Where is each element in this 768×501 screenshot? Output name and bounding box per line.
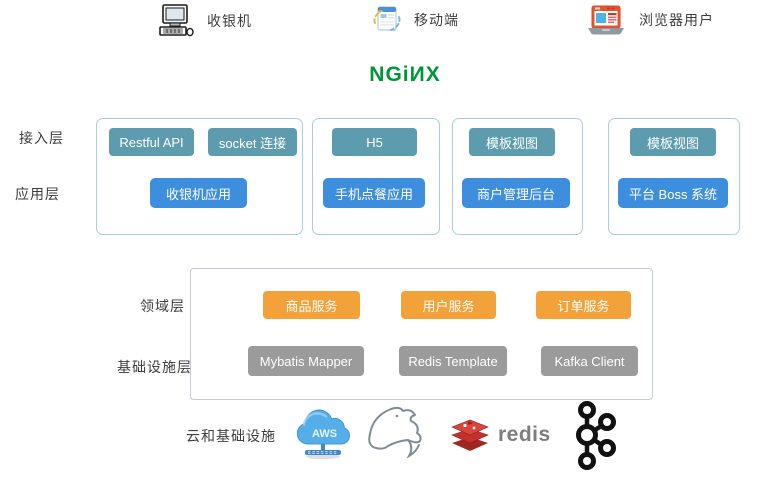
- kafka-icon: [568, 400, 618, 470]
- layer-label-app: 应用层: [15, 186, 60, 202]
- client-browser-user: 浏览器用户: [585, 5, 714, 35]
- access-chip: 模板视图: [469, 128, 555, 156]
- column-box-cashier: Restful API socket 连接 收银机应用: [96, 118, 303, 235]
- column-box-merchant: 模板视图 商户管理后台: [452, 118, 583, 235]
- access-chip: Restful API: [109, 128, 194, 156]
- redis-icon: [450, 416, 490, 453]
- layer-label-access: 接入层: [19, 130, 64, 146]
- domain-service-chip: 订单服务: [536, 291, 631, 319]
- access-chip: 模板视图: [630, 128, 716, 156]
- domain-service-chip: 用户服务: [401, 291, 496, 319]
- layer-label-infra: 基础设施层: [117, 359, 192, 375]
- layer-label-domain: 领域层: [140, 298, 185, 314]
- column-box-boss: 模板视图 平台 Boss 系统: [608, 118, 740, 235]
- redis-logo: redis: [450, 416, 551, 453]
- mobile-icon: [372, 5, 402, 35]
- infra-chip: Kafka Client: [541, 346, 638, 376]
- domain-service-chip: 商品服务: [263, 291, 360, 319]
- column-box-mobile: H5 手机点餐应用: [312, 118, 440, 235]
- access-chip: socket 连接: [208, 128, 297, 156]
- nginx-logo: NGiИX: [369, 63, 441, 86]
- client-label: 移动端: [414, 12, 459, 28]
- client-label: 收银机: [207, 12, 252, 29]
- aws-cloud-icon: AWS: [294, 404, 352, 464]
- client-label: 浏览器用户: [639, 12, 714, 28]
- client-cash-register: 收银机: [158, 4, 252, 37]
- app-chip: 商户管理后台: [462, 178, 570, 208]
- aws-label: AWS: [312, 428, 337, 440]
- layer-label-cloud: 云和基础设施: [186, 428, 276, 444]
- mysql-dolphin-icon: [364, 404, 428, 460]
- infra-chip: Redis Template: [399, 346, 507, 376]
- access-chip: H5: [332, 128, 417, 156]
- redis-wordmark: redis: [498, 422, 551, 446]
- cash-register-icon: [158, 4, 195, 37]
- app-chip: 收银机应用: [150, 178, 247, 208]
- browser-user-icon: [585, 5, 627, 35]
- infra-chip: Mybatis Mapper: [248, 346, 364, 376]
- domain-infra-box: 商品服务 用户服务 订单服务 Mybatis Mapper Redis Temp…: [190, 268, 653, 400]
- app-chip: 平台 Boss 系统: [618, 178, 728, 208]
- client-mobile: 移动端: [372, 5, 459, 35]
- app-chip: 手机点餐应用: [323, 178, 425, 208]
